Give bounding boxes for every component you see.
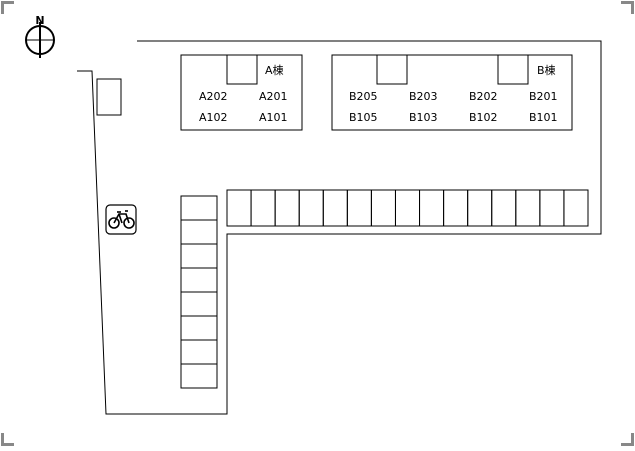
parking-row-horizontal [226, 189, 589, 227]
north-compass-icon: N [25, 14, 55, 58]
parking-space [180, 315, 218, 341]
room-label: B102 [469, 111, 498, 124]
parking-space [370, 189, 396, 227]
parking-space [467, 189, 493, 227]
compass-label: N [35, 14, 44, 27]
parking-space [539, 189, 565, 227]
building-b-stair [376, 54, 408, 85]
parking-space [443, 189, 469, 227]
building-a-name: A棟 [265, 63, 284, 77]
room-label: B101 [529, 111, 558, 124]
room-label: A202 [199, 90, 228, 103]
parking-space [515, 189, 541, 227]
parking-space [180, 339, 218, 365]
storage-box [96, 78, 122, 116]
parking-space [298, 189, 324, 227]
room-label: A101 [259, 111, 288, 124]
room-label: B205 [349, 90, 378, 103]
parking-space [394, 189, 421, 227]
room-label: B105 [349, 111, 378, 124]
building-b: B棟 B205 B203 B202 B201 B105 B103 B102 B1… [331, 54, 573, 131]
parking-space [226, 189, 252, 227]
room-label: A201 [259, 90, 288, 103]
room-label: B103 [409, 111, 438, 124]
building-b-name: B棟 [537, 63, 556, 77]
parking-space [419, 189, 445, 227]
parking-space [346, 189, 372, 227]
parking-space [322, 189, 348, 227]
parking-space [180, 243, 218, 269]
parking-space [180, 267, 218, 293]
room-label: A102 [199, 111, 228, 124]
room-label: B203 [409, 90, 438, 103]
parking-row-vertical [180, 195, 218, 389]
parking-space [250, 189, 276, 227]
parking-space [491, 189, 517, 227]
parking-space [180, 219, 218, 245]
bicycle-icon [105, 204, 137, 235]
building-a-stair [226, 54, 258, 85]
parking-space [563, 189, 589, 227]
room-label: B202 [469, 90, 498, 103]
site-boundary [77, 40, 602, 415]
room-label: B201 [529, 90, 558, 103]
parking-space [274, 189, 300, 227]
parking-space [180, 195, 218, 221]
parking-space [180, 363, 218, 389]
parking-space [180, 291, 218, 317]
building-b-stair [497, 54, 529, 85]
building-a: A棟 A202 A201 A102 A101 [180, 54, 303, 131]
